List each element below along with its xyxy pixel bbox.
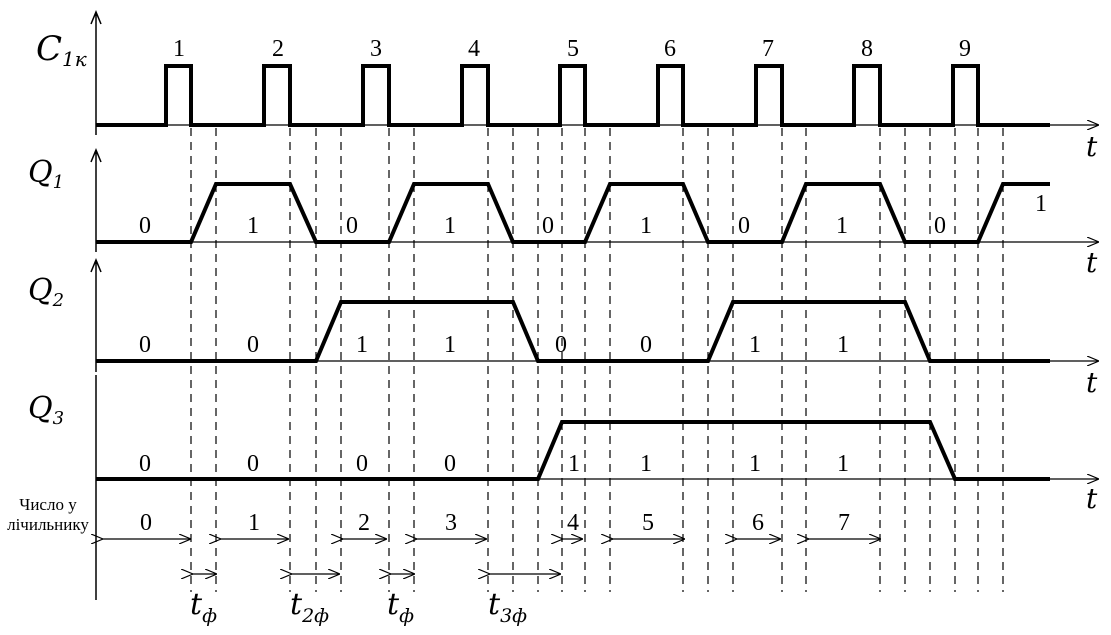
q1-state-value: 0 (738, 213, 750, 239)
q2-t-label: t (1086, 366, 1098, 399)
clk-t-label: t (1086, 130, 1098, 163)
waveforms (96, 64, 1050, 481)
counter-values: 0 1 2 3 4 5 6 7 (140, 510, 850, 536)
counter-caption-line2: лічильнику (7, 515, 89, 534)
q2-state-value: 1 (356, 332, 368, 358)
q2-vertical-axis (90, 258, 102, 372)
q3-state-value: 0 (139, 451, 151, 477)
q3-state-value: 1 (837, 451, 849, 477)
clk-vertical-axis (90, 10, 102, 135)
q3-state-value: 1 (640, 451, 652, 477)
q2-state-value: 1 (837, 332, 849, 358)
q3-state-value: 0 (356, 451, 368, 477)
q3-state-value: 1 (749, 451, 761, 477)
counter-value: 7 (838, 510, 850, 536)
q2-state-value: 0 (640, 332, 652, 358)
q2-waveform (96, 300, 1050, 363)
q2-state-value: 1 (444, 332, 456, 358)
q1-state-value: 1 (1035, 191, 1047, 217)
q1-state-value: 0 (346, 213, 358, 239)
q2-state-value: 0 (555, 332, 567, 358)
counter-value: 5 (642, 510, 654, 536)
q2-signal-label: Q2 (28, 273, 64, 311)
pulse-number: 4 (468, 36, 480, 62)
q3-state-value: 0 (247, 451, 259, 477)
q3-state-values: 0 0 0 0 1 1 1 1 (139, 451, 849, 477)
delay-label-t2f: t2ф (290, 587, 329, 627)
counter-value: 1 (248, 510, 260, 536)
q1-state-value: 1 (247, 213, 259, 239)
pulse-number: 6 (664, 36, 676, 62)
q3-state-value: 0 (444, 451, 456, 477)
pulse-number: 9 (959, 36, 971, 62)
pulse-number: 1 (173, 36, 185, 62)
q3-signal-label: Q3 (28, 391, 64, 429)
q1-state-value: 1 (640, 213, 652, 239)
q1-waveform (96, 182, 1050, 244)
q3-t-label: t (1086, 482, 1098, 515)
q2-state-value: 0 (247, 332, 259, 358)
q1-state-values: 0 1 0 1 0 1 0 1 0 1 (139, 191, 1047, 239)
time-axes (96, 125, 1098, 479)
q1-state-value: 1 (444, 213, 456, 239)
q2-state-value: 1 (749, 332, 761, 358)
q1-state-value: 1 (836, 213, 848, 239)
counter-value: 2 (358, 510, 370, 536)
clk-signal-label: C1к (36, 29, 87, 71)
q2-state-value: 0 (139, 332, 151, 358)
counter-caption-line1: Число у (19, 495, 77, 514)
time-axis-labels: t t t t (1086, 130, 1098, 515)
q1-t-label: t (1086, 246, 1098, 279)
clock-pulse-numbers: 1 2 3 4 5 6 7 8 9 (173, 36, 971, 62)
q1-state-value: 0 (542, 213, 554, 239)
delay-labels: tф t2ф tф t3ф (190, 587, 527, 627)
counter-value: 3 (445, 510, 457, 536)
pulse-number: 8 (861, 36, 873, 62)
counter-value: 4 (567, 510, 579, 536)
pulse-number: 2 (272, 36, 284, 62)
counter-value: 6 (752, 510, 764, 536)
delay-label-tf: tф (387, 587, 414, 627)
signal-labels: C1к Q1 Q2 Q3 (28, 29, 87, 429)
delay-label-tf: tф (190, 587, 217, 627)
counter-value: 0 (140, 510, 152, 536)
vertical-axes (90, 10, 102, 600)
q3-waveform (96, 420, 1050, 481)
pulse-number: 3 (370, 36, 382, 62)
delay-label-t3f: t3ф (488, 587, 527, 627)
q3-state-value: 1 (568, 451, 580, 477)
counter-caption: Число у лічильнику (7, 495, 89, 534)
q1-state-value: 0 (139, 213, 151, 239)
q1-vertical-axis (90, 148, 102, 252)
q1-signal-label: Q1 (28, 155, 64, 193)
clock-waveform (96, 64, 1050, 127)
q2-state-values: 0 0 1 1 0 0 1 1 (139, 332, 849, 358)
pulse-number: 5 (567, 36, 579, 62)
q1-state-value: 0 (934, 213, 946, 239)
pulse-number: 7 (762, 36, 774, 62)
